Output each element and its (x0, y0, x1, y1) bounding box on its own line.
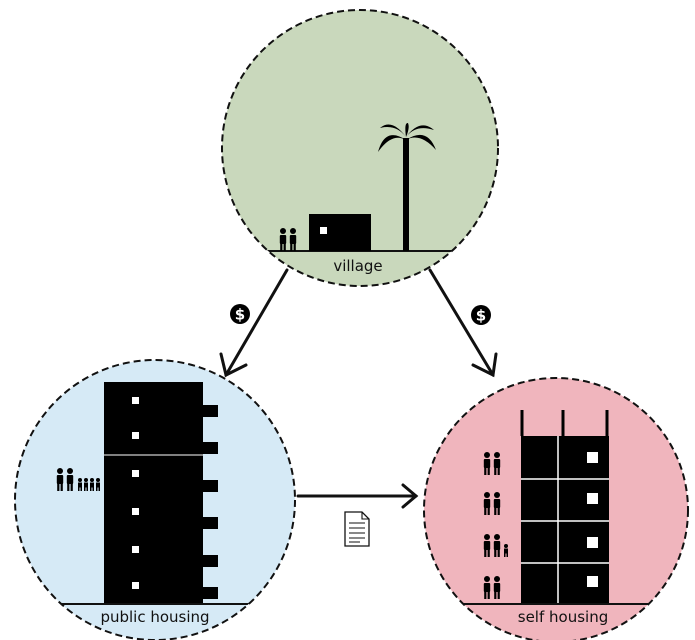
public-housing-label: public housing (100, 608, 209, 626)
village-circle (221, 9, 499, 287)
svg-text:$: $ (476, 307, 486, 325)
dollar-icon: $ (230, 304, 250, 324)
dollar-icon: $ (471, 305, 491, 325)
village-node: village (221, 9, 499, 287)
self-built-building-icon (520, 410, 609, 604)
hut-icon (309, 214, 371, 251)
village-label: village (333, 257, 382, 275)
self-housing-node: self housing (423, 377, 689, 640)
svg-text:$: $ (235, 306, 245, 324)
arrow-village-to-self-housing (428, 268, 498, 378)
palm-tree-icon (378, 122, 436, 251)
arrow-public-to-self-housing (296, 483, 419, 509)
apartment-tower-icon (104, 382, 218, 604)
public-housing-node: public housing (14, 359, 296, 640)
self-housing-label: self housing (518, 608, 608, 626)
arrow-village-to-public-housing (219, 268, 289, 378)
document-icon (344, 511, 370, 547)
